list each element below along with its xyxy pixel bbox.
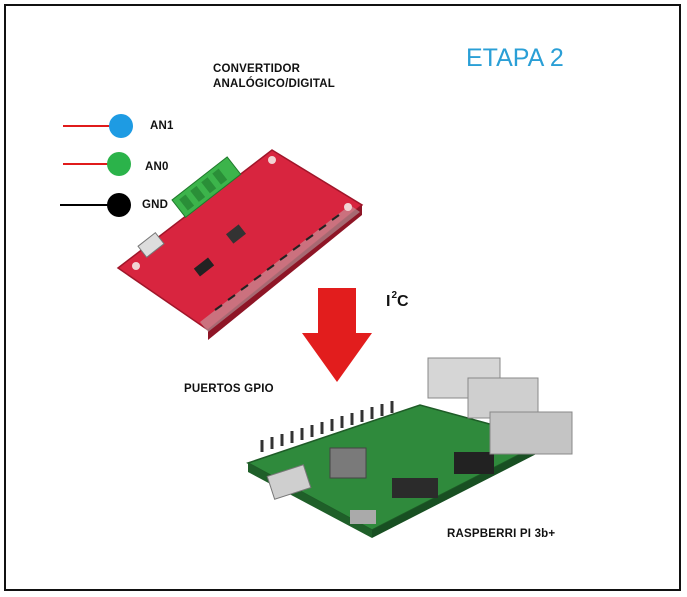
terminal-block [171, 156, 242, 219]
converter-title: CONVERTIDOR ANALÓGICO/DIGITAL [213, 62, 335, 92]
rpi-soc [329, 447, 367, 479]
gnd-terminal [107, 193, 131, 217]
an1-terminal [109, 114, 133, 138]
input-an1 [63, 114, 133, 138]
raspberry-pi-board [246, 357, 573, 538]
rpi-ethernet-port [489, 411, 573, 455]
stage-title: ETAPA 2 [466, 44, 564, 72]
rpi-audio [454, 452, 494, 474]
gpio-label: PUERTOS GPIO [184, 383, 274, 395]
raspberry-pi-label: RASPBERRI PI 3b+ [447, 528, 556, 540]
adc-header-pins [214, 214, 340, 311]
i2c-bus-label: I2C [386, 290, 409, 311]
rpi-usb-port-2 [467, 377, 539, 419]
input-gnd [60, 193, 131, 217]
an0-terminal [107, 152, 131, 176]
rpi-display-connector [266, 464, 312, 500]
gnd-label: GND [142, 199, 169, 211]
down-arrow [302, 288, 372, 382]
input-an0 [63, 152, 131, 176]
rpi-usb-power [350, 510, 376, 524]
converter-title-line1: CONVERTIDOR [213, 63, 301, 75]
i2c-sup: 2 [391, 290, 398, 301]
an0-label: AN0 [145, 161, 169, 173]
adc-board [116, 149, 364, 340]
rpi-gpio-header [260, 401, 394, 452]
i2c-tail: C [397, 293, 409, 310]
rpi-hdmi [392, 478, 438, 498]
an1-label: AN1 [150, 120, 174, 132]
converter-title-line2: ANALÓGICO/DIGITAL [213, 78, 336, 90]
i2c-main: I [386, 293, 391, 310]
